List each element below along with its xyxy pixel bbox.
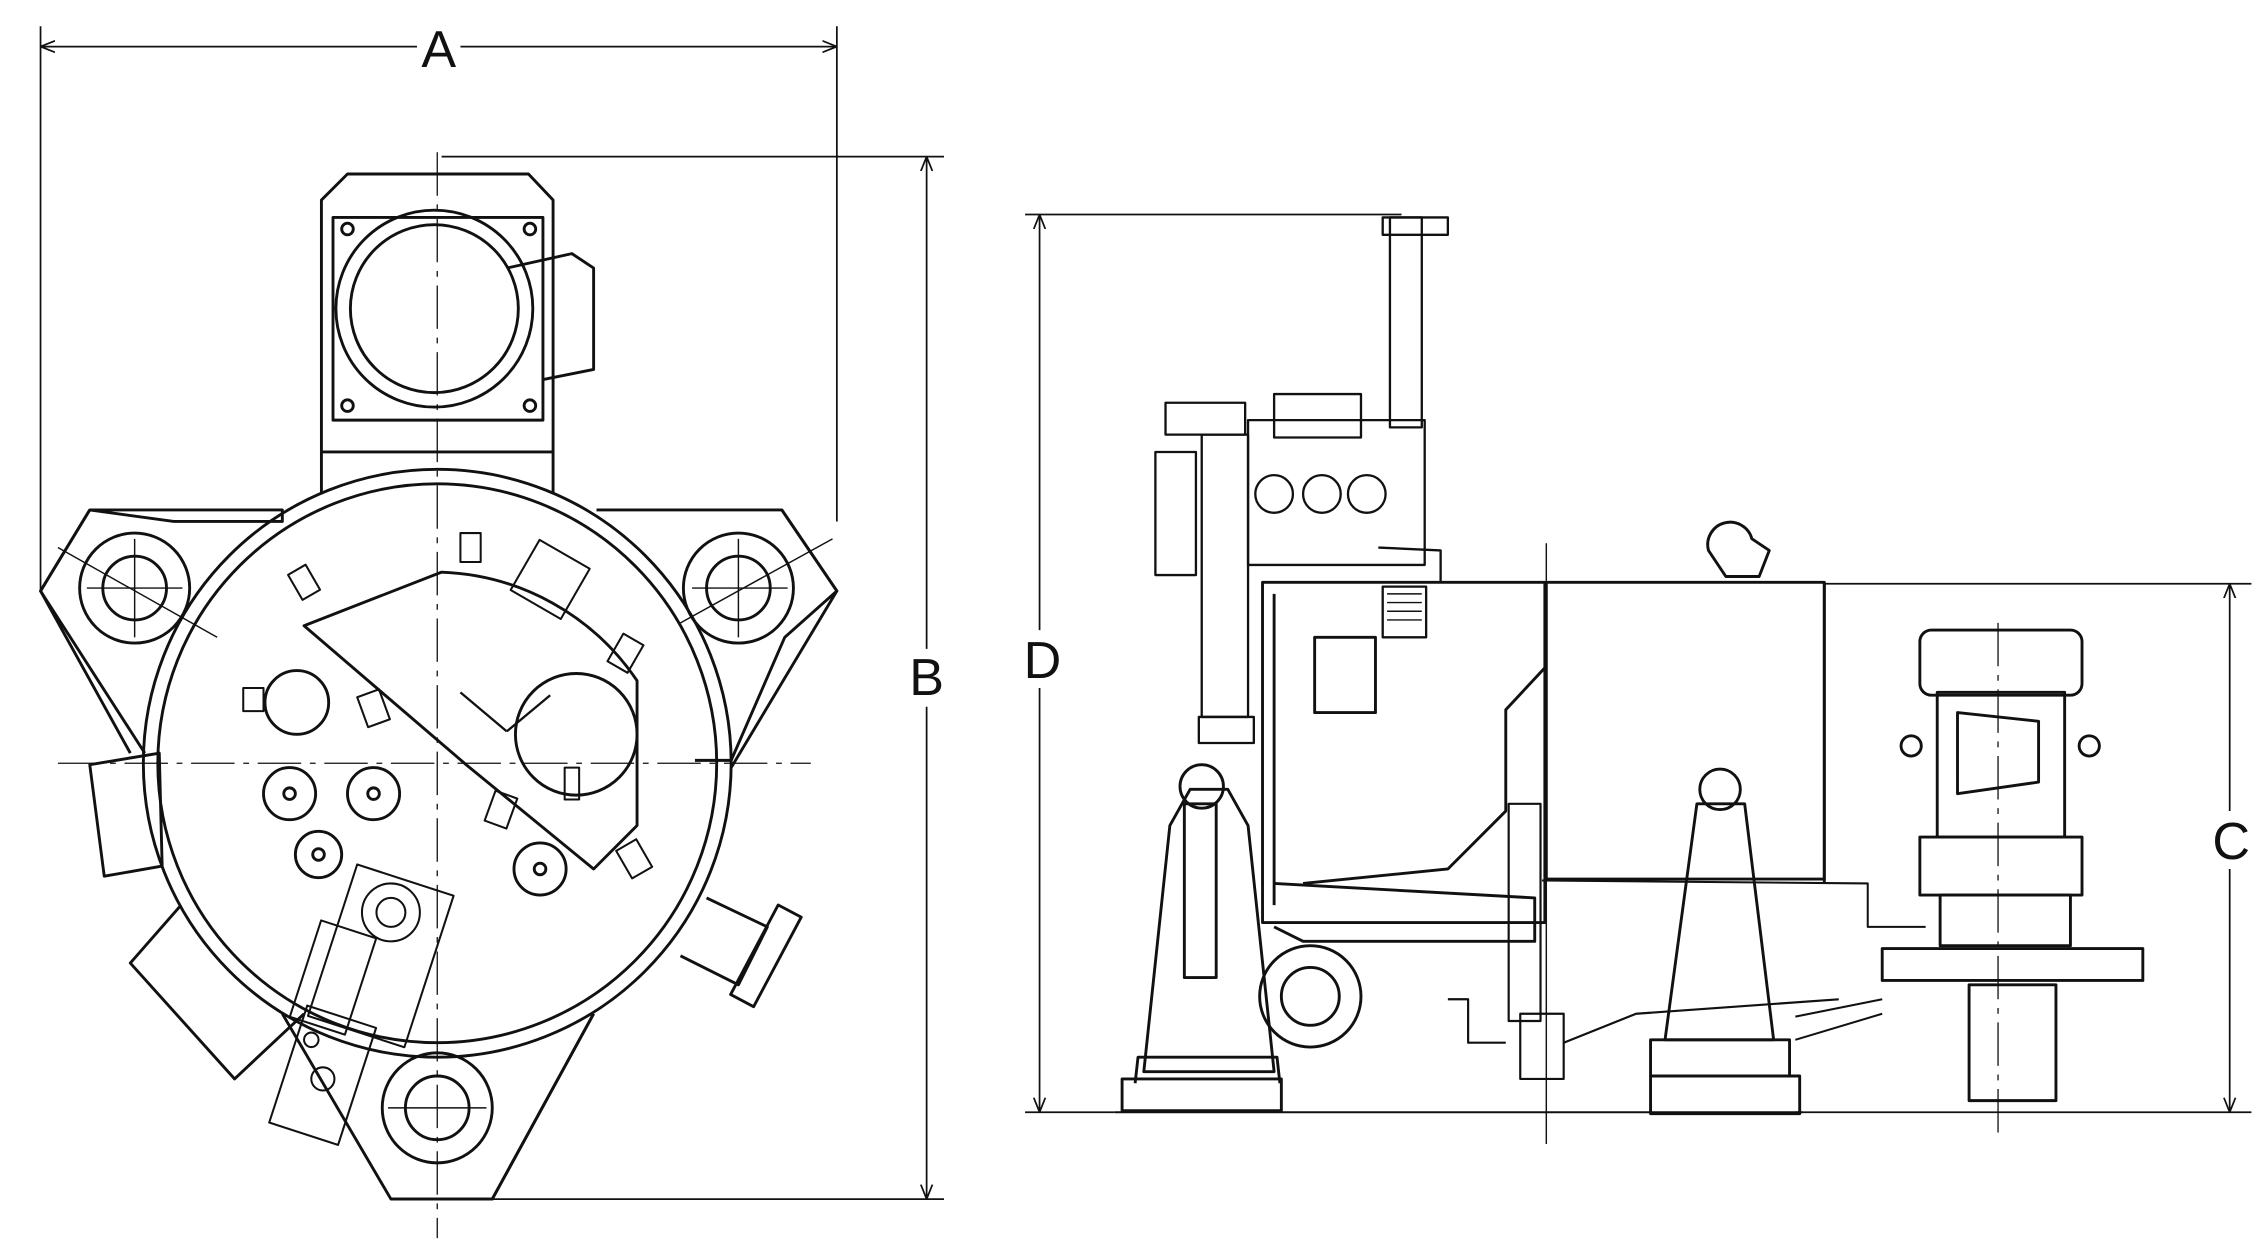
electric-motor	[1880, 622, 2145, 1137]
drive-bearings	[1447, 802, 1839, 1080]
base-frame	[39, 508, 839, 1201]
dimension-c	[1795, 582, 2252, 1114]
side-elevation: D C	[1024, 213, 2252, 1145]
hydraulic-assembly-plan	[268, 863, 455, 1146]
discharge-chute	[128, 904, 306, 1081]
plan-view: A B	[39, 21, 945, 1239]
dimension-label-d: D	[1024, 632, 1062, 690]
centre-lines	[57, 152, 811, 1239]
dimension-b	[441, 155, 945, 1200]
dimension-label-b: B	[909, 649, 944, 707]
dimension-label-c: C	[2212, 813, 2250, 871]
dimension-a	[39, 26, 838, 591]
motor-housing	[319, 172, 596, 493]
dimension-label-a: A	[421, 21, 456, 79]
flanged-nozzle-right	[679, 896, 803, 1009]
lid-lift-assembly	[1154, 216, 1450, 745]
leg-wheel-right	[680, 531, 833, 645]
dimension-d	[1025, 213, 1402, 1114]
lid-plate	[302, 570, 639, 871]
centre-cone	[1649, 767, 1802, 1116]
small-ports	[262, 766, 568, 897]
lid-clamps	[242, 532, 654, 880]
inspection-port	[513, 672, 639, 797]
left-support	[1120, 763, 1363, 1113]
base-plates	[1541, 879, 1926, 1041]
leg-wheel-left	[57, 531, 218, 645]
centrifuge-housing	[1261, 520, 1826, 1145]
side-nozzle-left	[88, 751, 164, 878]
